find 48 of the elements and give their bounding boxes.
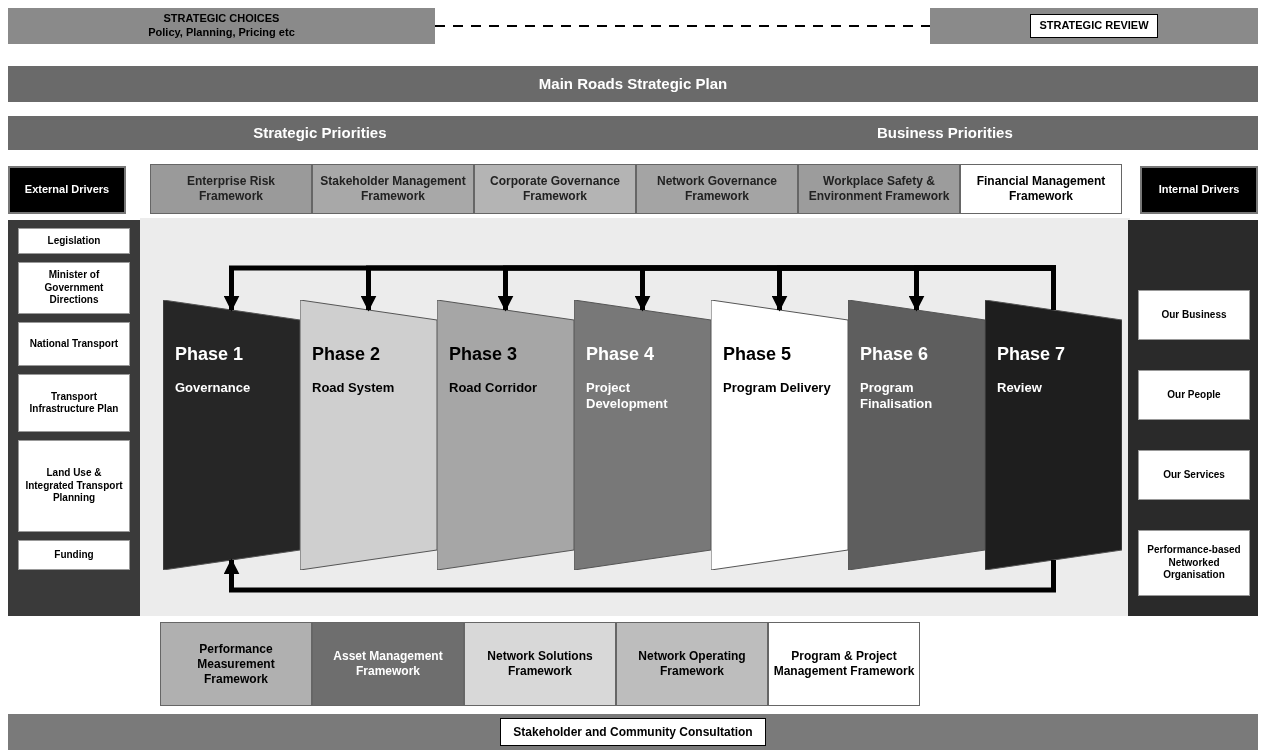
phase-description: Program Finalisation xyxy=(860,380,934,413)
phase-title: Phase 4 xyxy=(586,343,656,366)
dashed-connector xyxy=(434,25,931,27)
feedback-arrow xyxy=(223,558,1056,593)
phase-title: Phase 6 xyxy=(860,343,930,366)
feedback-arrow xyxy=(908,265,1056,312)
band-heading: Stakeholder and Community Consultation xyxy=(500,718,766,746)
phase-description: Road System xyxy=(312,380,396,397)
driver-box: Funding xyxy=(18,540,130,570)
drivers-header: Internal Drivers xyxy=(1140,166,1258,214)
driver-box: Our Business xyxy=(1138,290,1250,340)
framework-box: Corporate Governance Framework xyxy=(474,164,636,214)
consultation-band xyxy=(8,714,1258,750)
phase-description: Governance xyxy=(175,380,252,397)
phase-title: Phase 3 xyxy=(449,343,519,366)
framework-box: Program & Project Management Framework xyxy=(768,622,920,706)
driver-box: National Transport xyxy=(18,322,130,366)
driver-box: Our People xyxy=(1138,370,1250,420)
driver-box: Performance-based Networked Organisation xyxy=(1138,530,1250,596)
plan-band: Main Roads Strategic Plan xyxy=(8,66,1258,102)
priorities-band xyxy=(8,116,1258,150)
strategy-box: STRATEGIC CHOICES Policy, Planning, Pricing etc xyxy=(8,8,435,44)
driver-box: Transport Infrastructure Plan xyxy=(18,374,130,432)
band-heading: Strategic Priorities xyxy=(252,122,388,143)
framework-box: Enterprise Risk Framework xyxy=(150,164,312,214)
phase-description: Project Development xyxy=(586,380,669,413)
driver-box: Legislation xyxy=(18,228,130,254)
phase-title: Phase 5 xyxy=(723,343,793,366)
drivers-header: External Drivers xyxy=(8,166,126,214)
framework-box: Network Governance Framework xyxy=(636,164,798,214)
band-heading: Business Priorities xyxy=(875,122,1014,143)
driver-box: Minister of Government Directions xyxy=(18,262,130,314)
phase-title: Phase 1 xyxy=(175,343,245,366)
framework-box: Performance Measurement Framework xyxy=(160,622,312,706)
framework-box: Financial Management Framework xyxy=(960,164,1122,214)
framework-box: Workplace Safety & Environment Framework xyxy=(798,164,960,214)
driver-box: Our Services xyxy=(1138,450,1250,500)
phase-description: Road Corridor xyxy=(449,380,539,397)
phase-title: Phase 2 xyxy=(312,343,382,366)
framework-box: Asset Management Framework xyxy=(312,622,464,706)
framework-box: Network Solutions Framework xyxy=(464,622,616,706)
driver-box: Land Use & Integrated Transport Planning xyxy=(18,440,130,532)
phase-description: Review xyxy=(997,380,1043,397)
framework-box: Network Operating Framework xyxy=(616,622,768,706)
strategy-box: STRATEGIC REVIEW xyxy=(930,8,1258,44)
framework-box: Stakeholder Management Framework xyxy=(312,164,474,214)
phase-title: Phase 7 xyxy=(997,343,1067,366)
phase-description: Program Delivery xyxy=(723,380,832,397)
